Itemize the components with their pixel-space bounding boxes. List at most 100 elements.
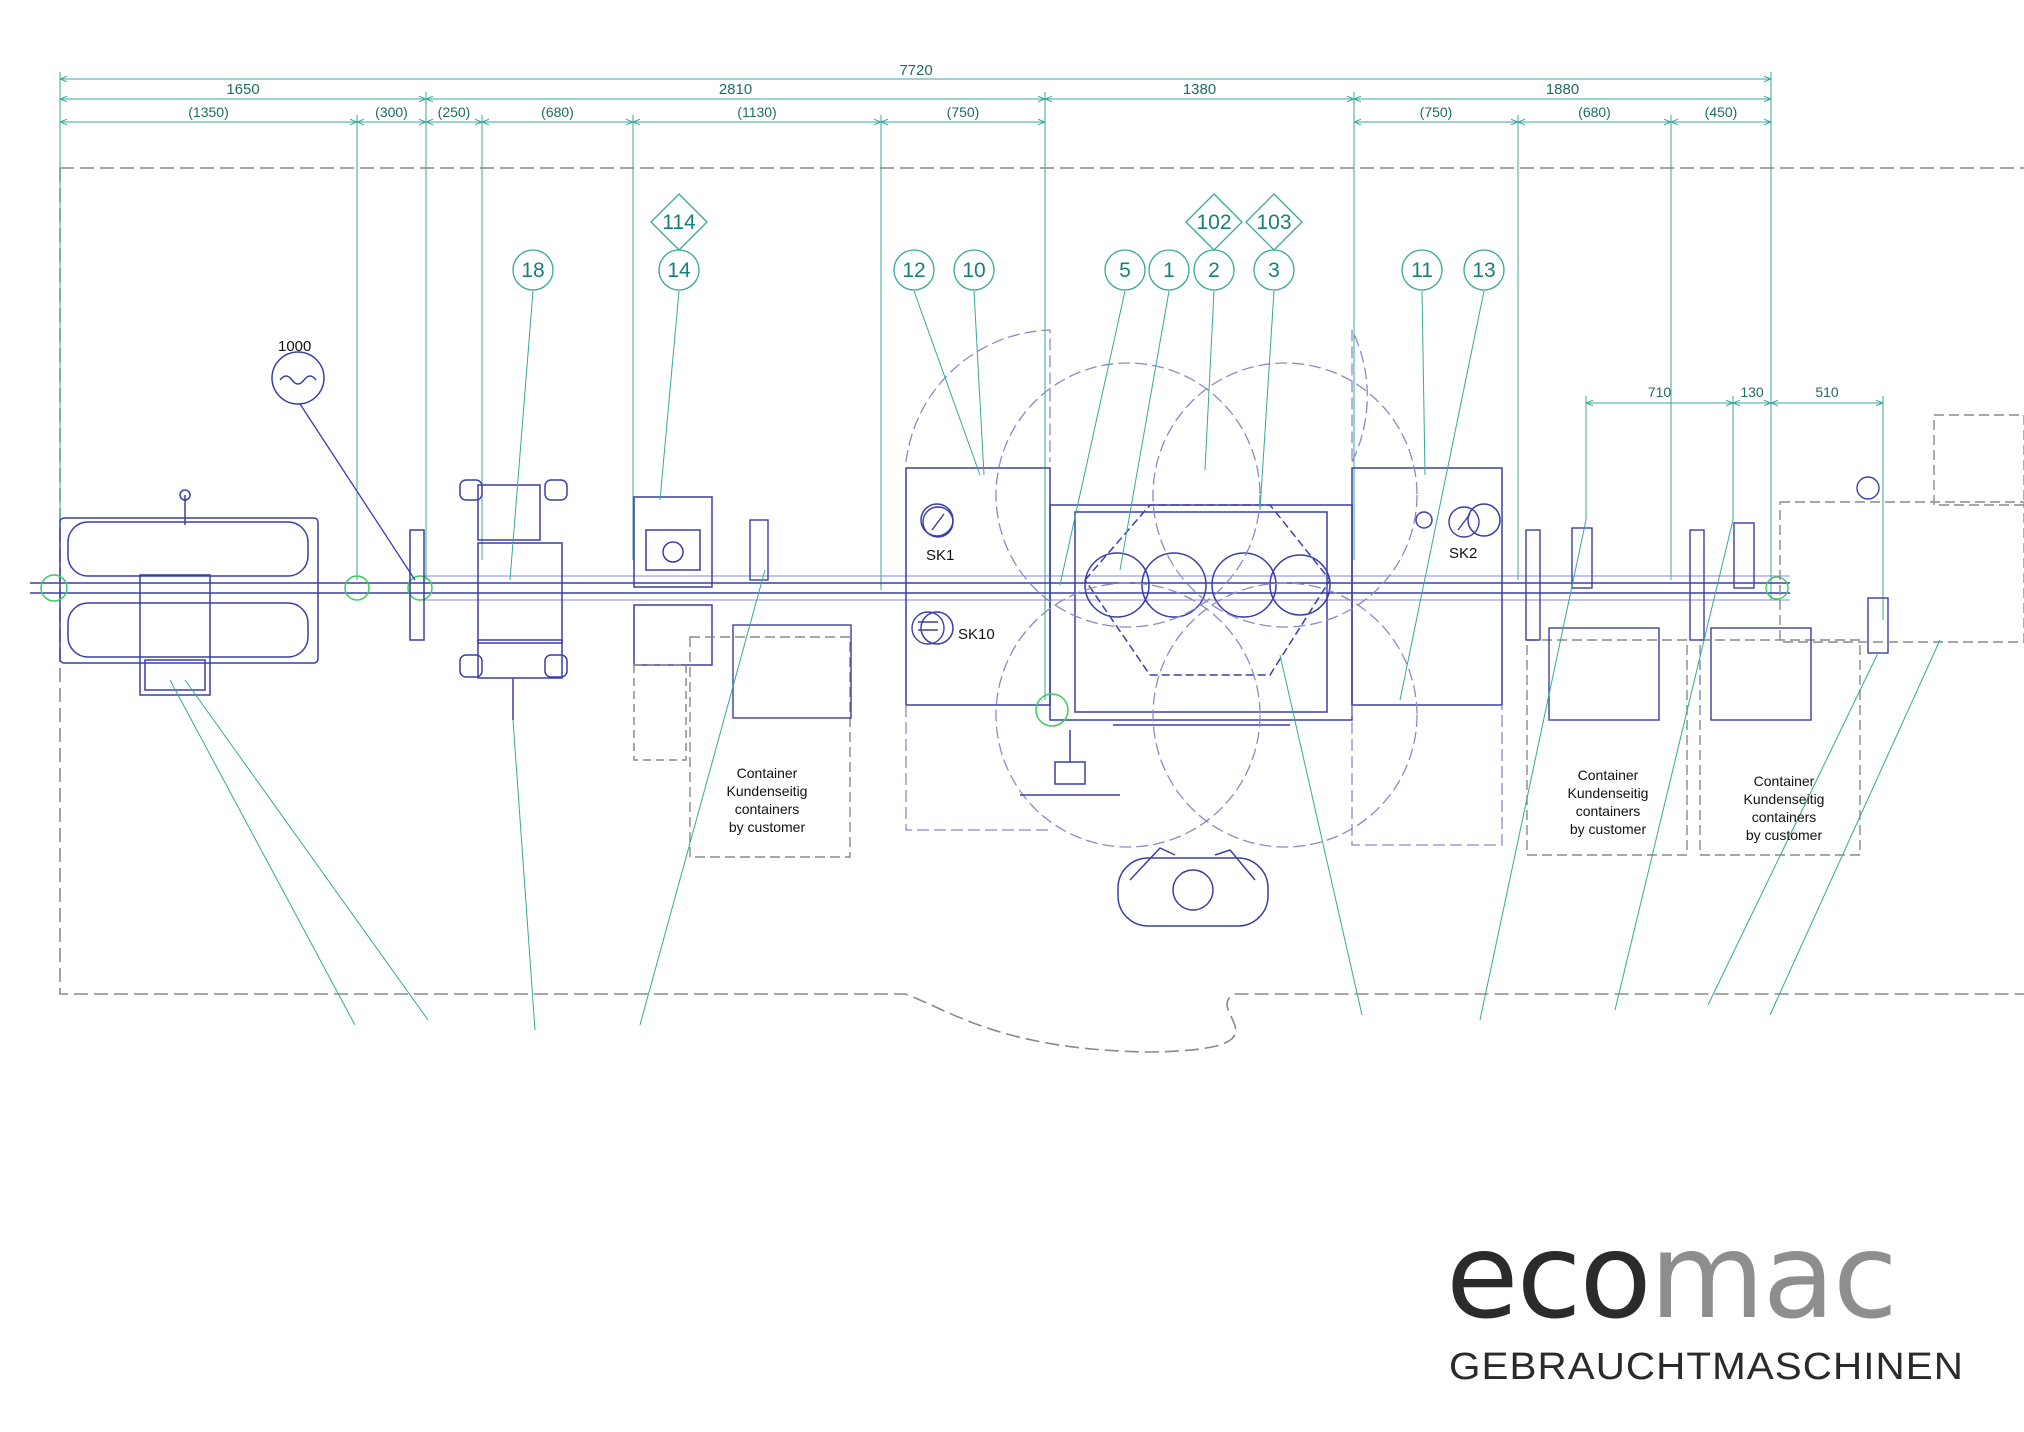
position-number: 14	[667, 259, 691, 282]
position-diamond: 114	[650, 193, 708, 251]
ecomac-logo: ecomac GEBRAUCHTMASCHINEN	[1446, 1207, 1964, 1388]
position-circle-shape	[953, 249, 995, 291]
container-label-line: Container	[1754, 773, 1815, 789]
position-number: 5	[1119, 259, 1131, 282]
position-number: 3	[1268, 259, 1280, 282]
dimension: 1880	[1353, 81, 1772, 106]
tank-label: 1000	[278, 338, 311, 355]
position-diamond-shape	[1245, 193, 1303, 251]
dimension: 2810	[425, 81, 1046, 106]
position-number: 18	[521, 259, 544, 282]
dimension: (750)	[880, 104, 1046, 129]
dimension: 7720	[59, 62, 1772, 86]
position-circle-shape	[1463, 249, 1505, 291]
container-label-line: Kundenseitig	[727, 783, 808, 799]
dimension-value: (300)	[375, 104, 408, 120]
position-number: 1	[1163, 259, 1175, 282]
position-number: 102	[1196, 211, 1231, 234]
position-circle-shape	[1148, 249, 1190, 291]
position-diamond: 102	[1185, 193, 1243, 251]
position-diamond-shape	[650, 193, 708, 251]
dimension: (250)	[425, 104, 483, 129]
extension-lines	[59, 72, 1884, 700]
dimension: 510	[1770, 384, 1884, 410]
container-boxes	[732, 624, 1812, 721]
dimension: (680)	[481, 104, 634, 129]
position-number: 11	[1411, 259, 1433, 282]
container-label-line: containers	[735, 801, 800, 817]
container-label-line: Container	[737, 765, 798, 781]
container-label-line: Kundenseitig	[1744, 791, 1825, 807]
dimension-value: 2810	[719, 81, 752, 98]
logo-eco: eco	[1446, 1207, 1650, 1345]
position-circle-shape	[1104, 249, 1146, 291]
sk1-label: SK1	[926, 547, 954, 564]
position-circle: 3	[1253, 249, 1295, 291]
dimension-value: 7720	[899, 62, 932, 79]
position-diamond: 103	[1245, 193, 1303, 251]
container-label-line: containers	[1576, 803, 1641, 819]
position-circle-shape	[512, 249, 554, 291]
position-number: 114	[662, 211, 696, 234]
svg-text:ecomac: ecomac	[1446, 1207, 1896, 1345]
position-number: 12	[902, 259, 925, 282]
position-circle: 10	[953, 249, 995, 291]
position-circle: 1	[1148, 249, 1190, 291]
dimension: (1130)	[632, 104, 882, 129]
sk10-label: SK10	[958, 626, 995, 643]
dimension-value: (750)	[1420, 104, 1453, 120]
right-nozzles	[749, 414, 2024, 654]
station-14	[633, 496, 713, 761]
container-label-line: Kundenseitig	[1568, 785, 1649, 801]
dimension: 1650	[59, 81, 427, 106]
container-label-line: by customer	[1746, 827, 1823, 843]
dimension-value: 130	[1740, 384, 1764, 400]
filler-block	[905, 467, 1503, 727]
dimension: (1350)	[59, 104, 358, 129]
dimension-lines: 7720 1650 2810 1380 1880 (1350) (300) (250) (680…	[59, 62, 1884, 410]
dimension-value: 710	[1648, 384, 1672, 400]
container-label-line: Container	[1578, 767, 1639, 783]
position-number: 2	[1208, 259, 1220, 282]
dimension-value: 1880	[1546, 81, 1579, 98]
position-circle: 13	[1463, 249, 1505, 291]
position-circle-shape	[893, 249, 935, 291]
container-label-line: by customer	[729, 819, 806, 835]
position-circle: 2	[1193, 249, 1235, 291]
floor-boundary	[59, 167, 2024, 1053]
position-number: 103	[1256, 211, 1291, 234]
logo-subtitle: GEBRAUCHTMASCHINEN	[1449, 1346, 1964, 1388]
dimension-value: 1650	[226, 81, 259, 98]
dimension-value: 510	[1815, 384, 1839, 400]
dimension-value: 1380	[1183, 81, 1216, 98]
position-circle-shape	[1401, 249, 1443, 291]
dimension-value: (450)	[1705, 104, 1738, 120]
position-circle: 14	[658, 249, 700, 291]
container-label-line: containers	[1752, 809, 1817, 825]
logo-mac: mac	[1650, 1207, 1896, 1345]
dimension-value: (1350)	[188, 104, 228, 120]
tank-symbol	[271, 351, 416, 581]
conveyor	[30, 575, 1790, 601]
position-diamond-shape	[1185, 193, 1243, 251]
dimension: (300)	[356, 104, 427, 129]
dimension-value: (680)	[1578, 104, 1611, 120]
dimension-value: (1130)	[737, 104, 776, 120]
dimension: 1380	[1044, 81, 1355, 106]
dimension-value: (250)	[438, 104, 471, 120]
position-number: 10	[962, 259, 985, 282]
dimension: (450)	[1670, 104, 1772, 129]
capper-station	[459, 479, 568, 720]
container-label-line: by customer	[1570, 821, 1647, 837]
dimension: (750)	[1353, 104, 1519, 129]
position-number: 13	[1472, 259, 1495, 282]
position-circle: 5	[1104, 249, 1146, 291]
dimension: 130	[1732, 384, 1772, 410]
container-areas	[689, 636, 1861, 858]
leader-lines	[169, 290, 1941, 1031]
